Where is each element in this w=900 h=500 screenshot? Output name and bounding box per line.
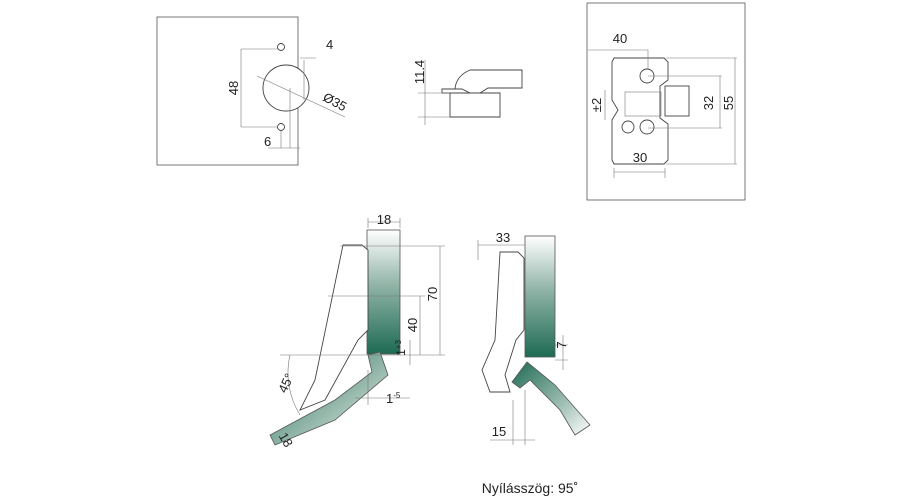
door-panel [511,361,591,436]
drilling-view: 48 4 Ø35 6 [156,16,350,166]
dim-panel: 18 [276,430,296,450]
mounting-plate [611,57,669,165]
dim-gap: 1-5 [386,391,401,406]
dim-angle: 45° [275,371,297,395]
dim-hole-spacing: 32 [701,96,716,110]
dim-length: 55 [721,96,736,110]
screw-hole-top [277,43,285,51]
door-panel [269,351,389,446]
opening-angle-caption: Nyílásszög: 95˚ [482,480,578,496]
left-hinge-45: 18 70 40 1+3 45° 18 1-5 [269,212,445,450]
screw-bottom [639,119,655,135]
side-view: 11.4 [412,60,523,125]
dim-depth: 40 [613,31,627,46]
dim-overlay: 1+3 [394,340,408,356]
dim-height: 11.4 [412,60,427,84]
hinge-arm [299,244,369,411]
dim-door: 18 [377,212,391,227]
plate-view: 40 ±2 32 55 30 [586,2,746,201]
dim-edge: 4 [326,37,333,52]
dim-hole-spacing: 48 [226,81,241,95]
hinge-cup [449,92,501,118]
right-hinge-95: 33 7 15 [477,230,591,445]
dim-width: 33 [496,230,510,245]
screw-adjust [621,120,635,134]
dim-mid: 40 [405,318,420,332]
screw-hole-bottom [277,123,285,131]
dim-diameter: Ø35 [321,89,350,114]
cabinet-side-panel [524,235,556,358]
cabinet-outline [586,2,746,201]
hinge-arm [481,251,525,393]
dim-cup: 15 [492,424,506,439]
hinge-arm [454,69,523,94]
cabinet-side-panel [366,229,401,355]
dim-offset: 6 [264,134,271,149]
dim-height: 70 [425,287,440,301]
dim-width: 30 [633,150,647,165]
dim-offset: 7 [554,341,569,348]
cup-hole [262,64,310,112]
dim-adjust: ±2 [589,98,604,112]
